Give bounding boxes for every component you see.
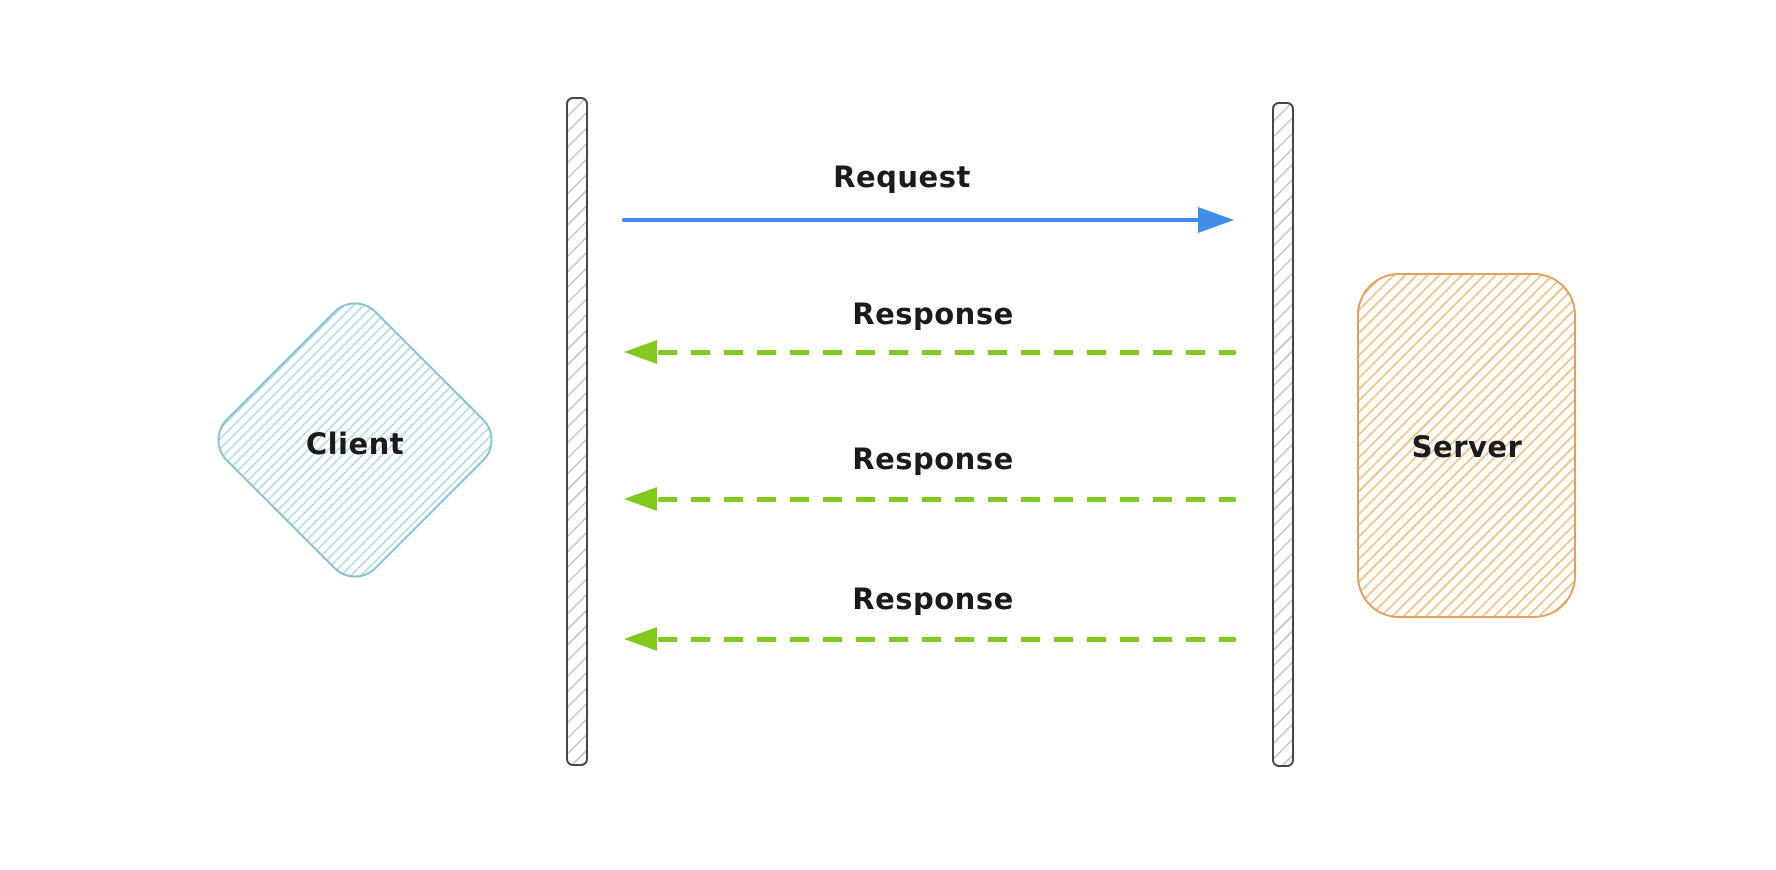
response-arrowhead-icon-2 [624, 487, 657, 511]
response-arrow-line-2 [658, 497, 1236, 502]
server-label: Server [1411, 430, 1523, 464]
server-node [1357, 273, 1576, 618]
client-label: Client [305, 427, 405, 461]
server-lifeline-bar [1272, 102, 1294, 767]
response-arrow-line-1 [658, 350, 1236, 355]
request-arrowhead-icon [1198, 207, 1234, 233]
response-message-label-1: Response [852, 297, 1014, 331]
client-lifeline-bar [566, 97, 588, 766]
request-arrow-line [622, 218, 1200, 222]
response-arrowhead-icon-3 [624, 627, 657, 651]
response-message-label-2: Response [852, 442, 1014, 476]
response-arrow-line-3 [658, 637, 1236, 642]
response-arrowhead-icon-1 [624, 340, 657, 364]
response-message-label-3: Response [852, 582, 1014, 616]
request-message-label: Request [833, 160, 971, 194]
